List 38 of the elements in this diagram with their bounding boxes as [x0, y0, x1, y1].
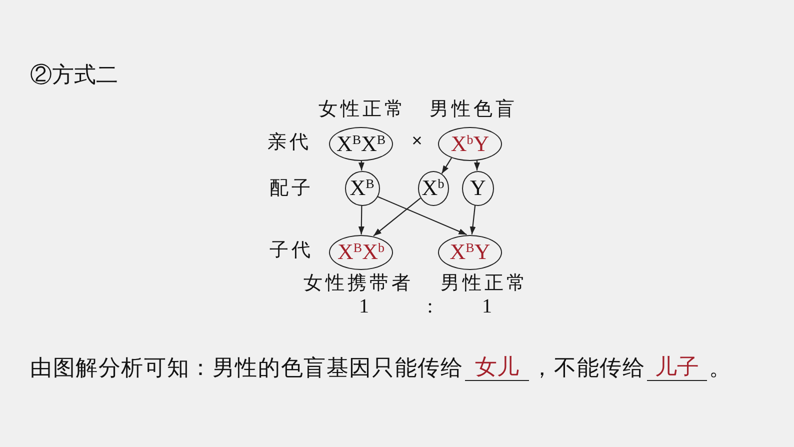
- answer-blank: 女儿: [465, 354, 530, 382]
- ratio-number: 1: [359, 296, 369, 318]
- arrow: [474, 160, 480, 170]
- generation-label: 亲代: [266, 132, 312, 154]
- ratio-colon: :: [427, 296, 433, 318]
- genotype-text: Y: [470, 177, 486, 199]
- genotype-text: X$^{B}$X$^{B}$: [336, 133, 386, 155]
- gamete-circle: [418, 170, 448, 206]
- genotype-text: X$^{b}$Y: [450, 133, 490, 155]
- answer-blank: 儿子: [647, 354, 708, 382]
- gamete-circle: [462, 170, 494, 206]
- phenotype-label: 女性正常: [318, 99, 406, 121]
- conclusion-text: 。: [709, 355, 732, 382]
- genotype-text: X$^{B}$X$^{b}$: [338, 241, 384, 263]
- ratio-number: 1: [482, 296, 492, 318]
- genotype-ellipse: [329, 234, 393, 270]
- cross-symbol: ×: [412, 130, 422, 152]
- arrow: [358, 206, 364, 234]
- generation-label: 配子: [268, 178, 314, 200]
- conclusion-text: ，不能传给: [531, 355, 646, 382]
- gamete-circle: [344, 170, 380, 206]
- arrow: [470, 205, 476, 235]
- genotype-text: X$^{B}$: [350, 177, 374, 199]
- conclusion-text: 由图解分析可知：男性的色盲基因只能传给: [30, 355, 464, 382]
- genotype-ellipse: [438, 234, 502, 270]
- arrow: [358, 160, 364, 171]
- generation-label: 子代: [268, 240, 314, 262]
- genotype-text: X$^{b}$: [422, 177, 444, 199]
- phenotype-label: 男性正常: [440, 273, 528, 295]
- phenotype-label: 男性色盲: [428, 99, 518, 121]
- genotype-text: X$^{B}$Y: [450, 241, 490, 263]
- arrow: [441, 158, 452, 174]
- section-heading: ②方式二: [30, 62, 118, 88]
- arrow: [373, 198, 421, 236]
- genotype-ellipse: [438, 127, 502, 161]
- arrow: [377, 196, 467, 236]
- genotype-ellipse: [329, 127, 393, 161]
- phenotype-label: 女性携带者: [302, 273, 414, 295]
